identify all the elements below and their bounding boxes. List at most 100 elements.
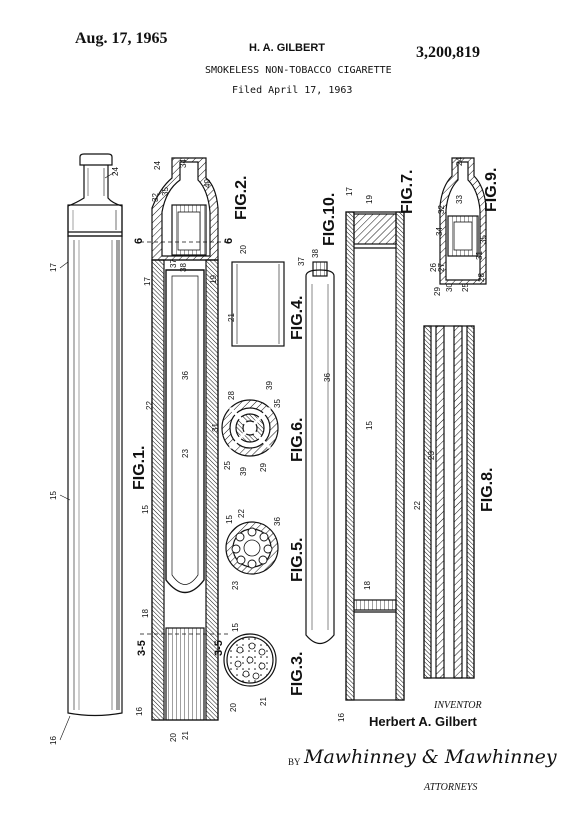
ref-24: 24 <box>153 161 162 170</box>
ref-20: 20 <box>169 733 178 742</box>
inventor-name: Herbert A. Gilbert <box>369 714 477 729</box>
ref-15: 15 <box>365 421 374 430</box>
section-mark-35-right: 3-5 <box>213 640 225 656</box>
ref-25: 25 <box>461 283 470 292</box>
ref-20: 20 <box>229 703 238 712</box>
ref-35: 35 <box>479 235 488 244</box>
fig9-mouthpiece <box>439 157 487 285</box>
fig4-sleeve <box>231 261 285 347</box>
ref-40: 40 <box>203 179 212 188</box>
ref-37: 37 <box>297 257 306 266</box>
fig3-cross-section <box>223 633 277 687</box>
ref-38: 38 <box>179 263 188 272</box>
fig4-label: FIG.4. <box>289 296 306 340</box>
filed-date: Filed April 17, 1963 <box>232 85 353 96</box>
ref-22: 22 <box>413 501 422 510</box>
ref-15: 15 <box>141 505 150 514</box>
ref-24: 24 <box>455 157 464 166</box>
ref-39: 39 <box>265 381 274 390</box>
ref-31: 31 <box>475 251 484 260</box>
patent-number: 3,200,819 <box>416 44 480 61</box>
ref-23: 23 <box>427 451 436 460</box>
ref-31: 31 <box>211 423 220 432</box>
ref-36: 36 <box>181 371 190 380</box>
ref-28: 28 <box>477 273 486 282</box>
ref-21: 21 <box>181 731 190 740</box>
fig1-refs: 24 17 15 16 <box>49 167 120 745</box>
ref-38: 38 <box>311 249 320 258</box>
ref-39: 39 <box>239 467 248 476</box>
ref-34: 34 <box>179 159 188 168</box>
ref-22: 22 <box>145 401 154 410</box>
fig3-label: FIG.3. <box>289 652 306 696</box>
ref-36: 36 <box>323 373 332 382</box>
ref-16: 16 <box>135 707 144 716</box>
fig7-label: FIG.7. <box>399 170 416 214</box>
section-mark-6-right: 6 <box>223 238 235 244</box>
ref-35: 35 <box>161 187 170 196</box>
inventor-label: INVENTOR <box>434 700 482 711</box>
fig1-leaders <box>59 171 116 741</box>
fig2-label: FIG.2. <box>233 176 250 220</box>
ref-25: 25 <box>223 461 232 470</box>
fig3-refs: 15 20 21 <box>229 623 268 712</box>
fig6-refs: 28 39 35 31 25 39 29 <box>211 381 282 476</box>
fig2-section-marks: 6 6 3-5 3-5 <box>133 238 235 656</box>
ref-28: 28 <box>227 391 236 400</box>
ref-27: 27 <box>437 263 446 272</box>
ref-20: 20 <box>239 245 248 254</box>
fig7-holder <box>345 211 405 701</box>
ref-32: 32 <box>437 205 446 214</box>
ref-18: 18 <box>363 581 372 590</box>
ref-19: 19 <box>209 275 218 284</box>
ref-19: 19 <box>365 195 374 204</box>
fig1-cigarette <box>67 153 123 717</box>
ref-21: 21 <box>227 313 236 322</box>
fig2-refs: 24 34 40 32 35 37 38 17 19 22 36 23 15 1… <box>135 159 218 742</box>
fig7-refs: 17 19 15 18 16 <box>337 187 374 722</box>
ref-24: 24 <box>111 167 120 176</box>
ref-26: 26 <box>429 263 438 272</box>
ref-21: 21 <box>259 697 268 706</box>
attorneys-label: ATTORNEYS <box>424 782 478 793</box>
fig5-refs: 15 22 36 23 <box>225 509 282 590</box>
ref-17: 17 <box>345 187 354 196</box>
ref-23: 23 <box>181 449 190 458</box>
ref-29: 29 <box>433 287 442 296</box>
fig6-cross-section <box>221 399 279 457</box>
ref-37: 37 <box>169 259 178 268</box>
fig10-capsule <box>305 261 335 645</box>
fig1-label: FIG.1. <box>131 446 148 490</box>
patent-title: SMOKELESS NON-TOBACCO CIGARETTE <box>205 65 392 76</box>
fig9-label: FIG.9. <box>483 168 500 212</box>
ref-15: 15 <box>231 623 240 632</box>
ref-15: 15 <box>49 491 58 500</box>
attorney-signature: Mawhinney & Mawhinney <box>304 746 557 768</box>
inventor-header: H. A. GILBERT <box>249 42 325 54</box>
ref-18: 18 <box>141 609 150 618</box>
fig10-label: FIG.10. <box>321 193 338 246</box>
ref-16: 16 <box>337 713 346 722</box>
ref-17: 17 <box>49 263 58 272</box>
ref-15: 15 <box>225 515 234 524</box>
fig8-label: FIG.8. <box>479 468 496 512</box>
fig5-cross-section <box>225 521 279 575</box>
fig5-label: FIG.5. <box>289 538 306 582</box>
section-mark-6-left: 6 <box>133 238 145 244</box>
fig8-strip <box>423 325 475 679</box>
ref-17: 17 <box>143 277 152 286</box>
ref-22: 22 <box>237 509 246 518</box>
ref-32: 32 <box>151 193 160 202</box>
ref-16: 16 <box>49 736 58 745</box>
fig2-section <box>140 157 230 721</box>
ref-29: 29 <box>259 463 268 472</box>
ref-23: 23 <box>231 581 240 590</box>
ref-36: 36 <box>273 517 282 526</box>
ref-35: 35 <box>273 399 282 408</box>
by-label: BY <box>288 757 301 767</box>
ref-33: 33 <box>455 195 464 204</box>
ref-30: 30 <box>445 283 454 292</box>
section-mark-35-left: 3-5 <box>136 640 148 656</box>
fig6-label: FIG.6. <box>289 418 306 462</box>
